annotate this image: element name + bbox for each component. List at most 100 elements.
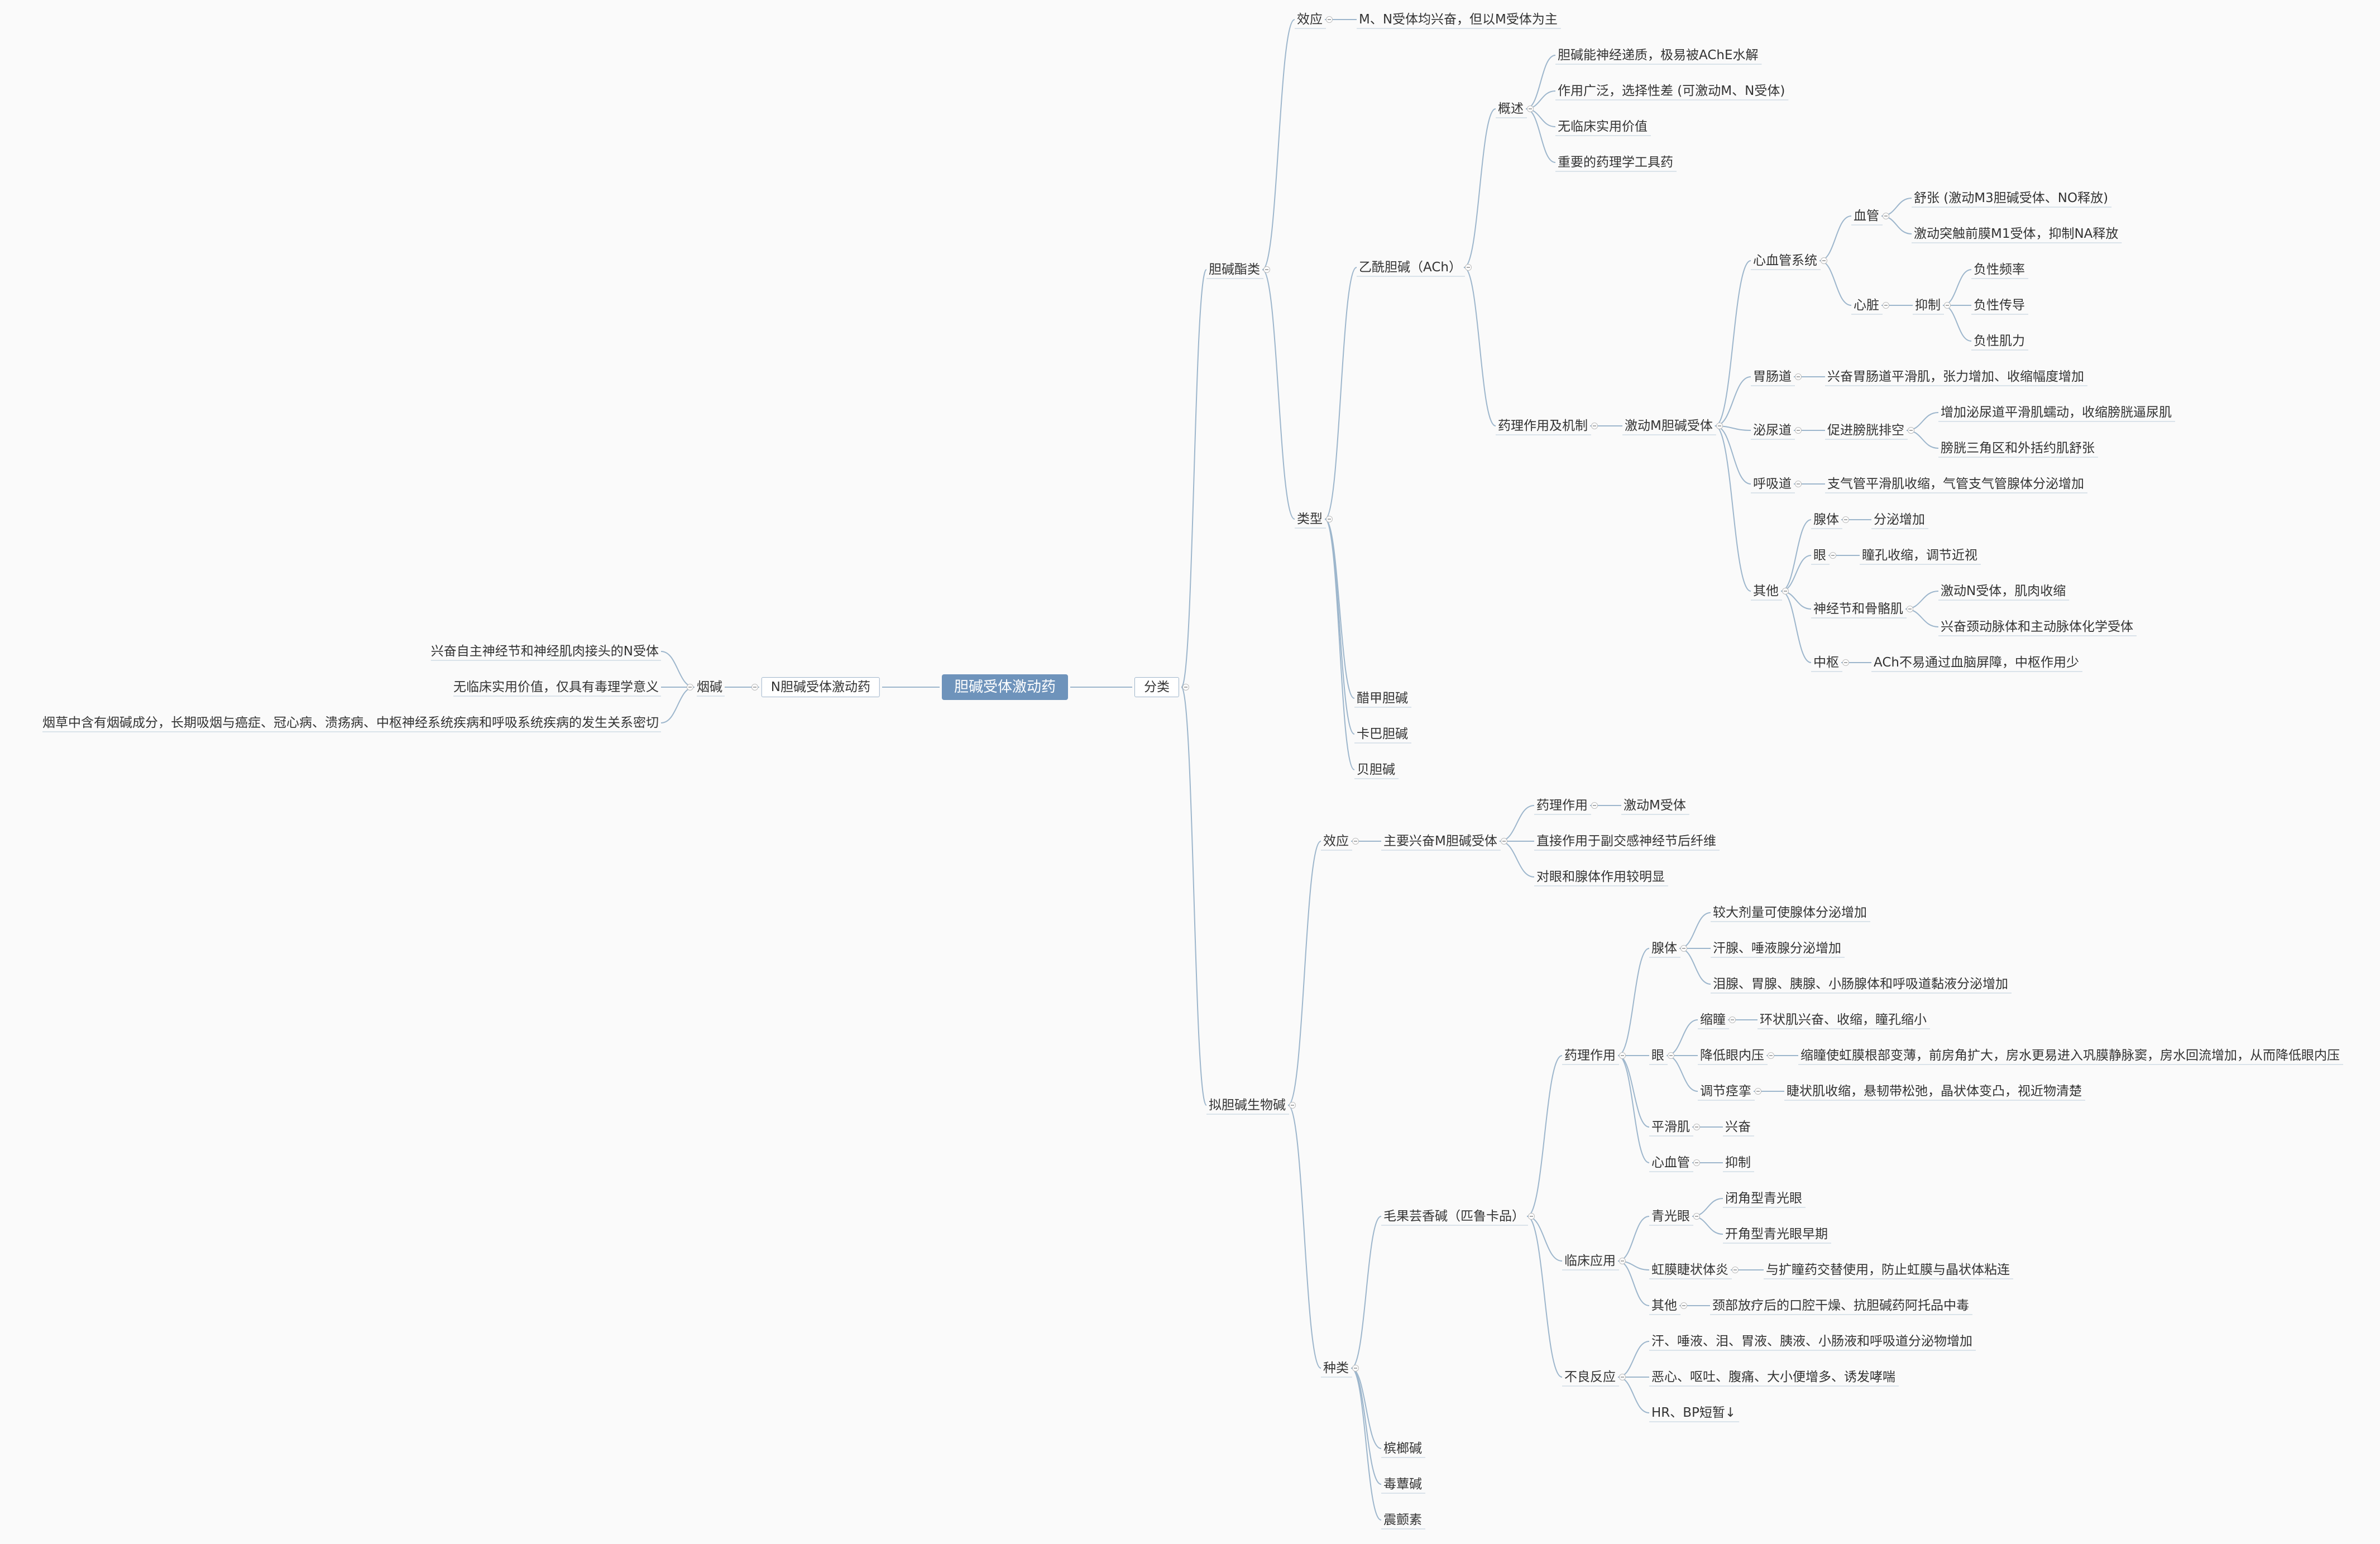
node-pg2[interactable]: 泪腺、胃腺、胰腺、小肠腺体和呼吸道黏液分泌增加: [1713, 977, 2008, 991]
collapse-toggle-icon[interactable]: [1619, 1052, 1626, 1059]
node-ph[interactable]: 药理作用: [1536, 798, 1588, 813]
collapse-toggle-icon[interactable]: [1795, 427, 1802, 434]
node-carb[interactable]: 卡巴胆碱: [1357, 727, 1408, 741]
collapse-toggle-icon[interactable]: [1693, 1213, 1700, 1220]
node-rs[interactable]: 呼吸道: [1753, 477, 1792, 491]
collapse-toggle-icon[interactable]: [1680, 1302, 1687, 1309]
node-meth[interactable]: 醋甲胆碱: [1357, 691, 1408, 706]
node-co-t[interactable]: 颈部放疗后的口腔干燥、抗胆碱药阿托品中毒: [1712, 1298, 1969, 1313]
node-mus[interactable]: 毒蕈碱: [1383, 1477, 1422, 1492]
collapse-toggle-icon[interactable]: [1464, 264, 1472, 271]
node-gi-t[interactable]: 兴奋胃肠道平滑肌，张力增加、收缩幅度增加: [1827, 370, 2084, 384]
node-cl[interactable]: 临床应用: [1564, 1254, 1616, 1268]
collapse-toggle-icon[interactable]: [1768, 1052, 1774, 1059]
node-nn1[interactable]: 无临床实用价值，仅具有毒理学意义: [453, 680, 659, 694]
node-cns[interactable]: 中枢: [1813, 655, 1839, 670]
node-cls[interactable]: 分类: [1134, 677, 1179, 697]
node-ov1[interactable]: 作用广泛，选择性差 (可激动M、N受体): [1558, 84, 1785, 98]
node-cvv-t[interactable]: 抑制: [1725, 1155, 1751, 1170]
node-gan0[interactable]: 激动N受体，肌肉收缩: [1941, 584, 2066, 598]
node-ce-eff-t[interactable]: M、N受体均兴奋，但以M受体为主: [1359, 12, 1558, 27]
node-am[interactable]: 激动M胆碱受体: [1625, 419, 1713, 433]
collapse-toggle-icon[interactable]: [1907, 606, 1913, 612]
node-gc0[interactable]: 闭角型青光眼: [1725, 1191, 1802, 1206]
node-ves[interactable]: 血管: [1854, 209, 1879, 223]
node-inh[interactable]: 抑制: [1915, 298, 1941, 313]
node-mainm[interactable]: 主要兴奋M胆碱受体: [1383, 834, 1497, 848]
collapse-toggle-icon[interactable]: [1527, 106, 1534, 112]
node-pm[interactable]: 药理作用及机制: [1498, 419, 1588, 433]
collapse-toggle-icon[interactable]: [1908, 427, 1914, 434]
node-ur[interactable]: 泌尿道: [1753, 423, 1792, 438]
collapse-toggle-icon[interactable]: [1528, 1213, 1535, 1220]
node-cv[interactable]: 心血管系统: [1753, 253, 1817, 268]
node-ves0[interactable]: 舒张 (激动M3胆碱受体、NO释放): [1914, 191, 2109, 205]
node-sm-t[interactable]: 兴奋: [1725, 1120, 1751, 1134]
node-gi[interactable]: 胃肠道: [1753, 370, 1792, 384]
node-ad2[interactable]: HR、BP短暂↓: [1651, 1406, 1736, 1420]
node-are[interactable]: 槟榔碱: [1383, 1441, 1422, 1456]
node-co[interactable]: 其他: [1651, 1298, 1677, 1313]
node-hrt[interactable]: 心脏: [1854, 298, 1879, 313]
node-eg[interactable]: 对眼和腺体作用较明显: [1536, 870, 1665, 884]
collapse-toggle-icon[interactable]: [1782, 588, 1789, 594]
node-ov0[interactable]: 胆碱能神经递质，极易被AChE水解: [1558, 48, 1759, 63]
node-bl1[interactable]: 膀胱三角区和外括约肌舒张: [1941, 441, 2095, 455]
node-bl[interactable]: 促进膀胱排空: [1827, 423, 1904, 438]
collapse-toggle-icon[interactable]: [1795, 373, 1802, 380]
node-rs-t[interactable]: 支气管平滑肌收缩，气管支气管腺体分泌增加: [1827, 477, 2084, 491]
node-ov2[interactable]: 无临床实用价值: [1558, 119, 1648, 134]
node-ov[interactable]: 概述: [1498, 102, 1524, 116]
node-a-eff[interactable]: 效应: [1323, 834, 1349, 848]
node-ac-t[interactable]: 睫状肌收缩，悬韧带松弛，晶状体变凸，视近物清楚: [1787, 1084, 2082, 1099]
node-gc[interactable]: 青光眼: [1651, 1209, 1690, 1224]
node-pp[interactable]: 药理作用: [1564, 1048, 1616, 1063]
collapse-toggle-icon[interactable]: [1795, 481, 1802, 487]
node-h0[interactable]: 负性频率: [1974, 262, 2025, 277]
node-gc1[interactable]: 开角型青光眼早期: [1725, 1227, 1828, 1241]
collapse-toggle-icon[interactable]: [1619, 1374, 1626, 1380]
node-root[interactable]: 胆碱受体激动药: [941, 674, 1069, 700]
node-gan1[interactable]: 兴奋颈动脉体和主动脉体化学受体: [1941, 620, 2133, 634]
collapse-toggle-icon[interactable]: [1352, 1365, 1359, 1372]
node-oth[interactable]: 其他: [1753, 584, 1779, 598]
node-ad0[interactable]: 汗、唾液、泪、胃液、胰液、小肠液和呼吸道分泌物增加: [1651, 1334, 1972, 1349]
collapse-toggle-icon[interactable]: [1326, 16, 1333, 23]
collapse-toggle-icon[interactable]: [1842, 516, 1849, 523]
node-nn0[interactable]: 兴奋自主神经节和神经肌肉接头的N受体: [430, 644, 659, 659]
node-nic[interactable]: 烟碱: [697, 680, 722, 694]
node-ir-t[interactable]: 与扩瞳药交替使用，防止虹膜与晶状体粘连: [1766, 1263, 2010, 1277]
node-gan[interactable]: 神经节和骨骼肌: [1813, 602, 1903, 616]
node-pe[interactable]: 眼: [1651, 1048, 1664, 1063]
collapse-toggle-icon[interactable]: [1944, 302, 1951, 309]
node-kinds[interactable]: 种类: [1323, 1361, 1349, 1375]
collapse-toggle-icon[interactable]: [1289, 1102, 1296, 1109]
node-pilo[interactable]: 毛果芸香碱（匹鲁卡品）: [1383, 1209, 1525, 1224]
collapse-toggle-icon[interactable]: [1500, 838, 1507, 845]
collapse-toggle-icon[interactable]: [1883, 213, 1889, 219]
collapse-toggle-icon[interactable]: [1352, 838, 1359, 845]
node-mi-t[interactable]: 环状肌兴奋、收缩，瞳孔缩小: [1760, 1013, 1927, 1027]
collapse-toggle-icon[interactable]: [1716, 423, 1723, 429]
collapse-toggle-icon[interactable]: [1830, 552, 1836, 559]
node-nb[interactable]: N胆碱受体激动药: [761, 677, 880, 697]
node-ves1[interactable]: 激动突触前膜M1受体，抑制NA释放: [1914, 227, 2119, 241]
node-types[interactable]: 类型: [1297, 512, 1323, 526]
collapse-toggle-icon[interactable]: [1591, 802, 1598, 809]
collapse-toggle-icon[interactable]: [751, 684, 758, 691]
collapse-toggle-icon[interactable]: [1326, 516, 1333, 522]
node-ph-t[interactable]: 激动M受体: [1624, 798, 1686, 813]
node-nn2[interactable]: 烟草中含有烟碱成分，长期吸烟与癌症、冠心病、溃疡病、中枢神经系统疾病和呼吸系统疾…: [42, 716, 659, 730]
collapse-toggle-icon[interactable]: [1680, 945, 1687, 952]
node-pg1[interactable]: 汗腺、唾液腺分泌增加: [1713, 941, 1841, 956]
collapse-toggle-icon[interactable]: [1821, 257, 1827, 264]
node-cns-t[interactable]: ACh不易通过血脑屏障，中枢作用少: [1874, 655, 2079, 670]
node-ov3[interactable]: 重要的药理学工具药: [1558, 155, 1673, 170]
node-gl-t[interactable]: 分泌增加: [1874, 512, 1925, 527]
node-dir[interactable]: 直接作用于副交感神经节后纤维: [1536, 834, 1716, 848]
collapse-toggle-icon[interactable]: [1883, 302, 1889, 309]
node-io-t[interactable]: 缩瞳使虹膜根部变薄，前房角扩大，房水更易进入巩膜静脉窦，房水回流增加，从而降低眼…: [1800, 1048, 2340, 1063]
node-h1[interactable]: 负性传导: [1974, 298, 2025, 313]
node-beth[interactable]: 贝胆碱: [1357, 763, 1395, 777]
collapse-toggle-icon[interactable]: [1842, 659, 1849, 666]
